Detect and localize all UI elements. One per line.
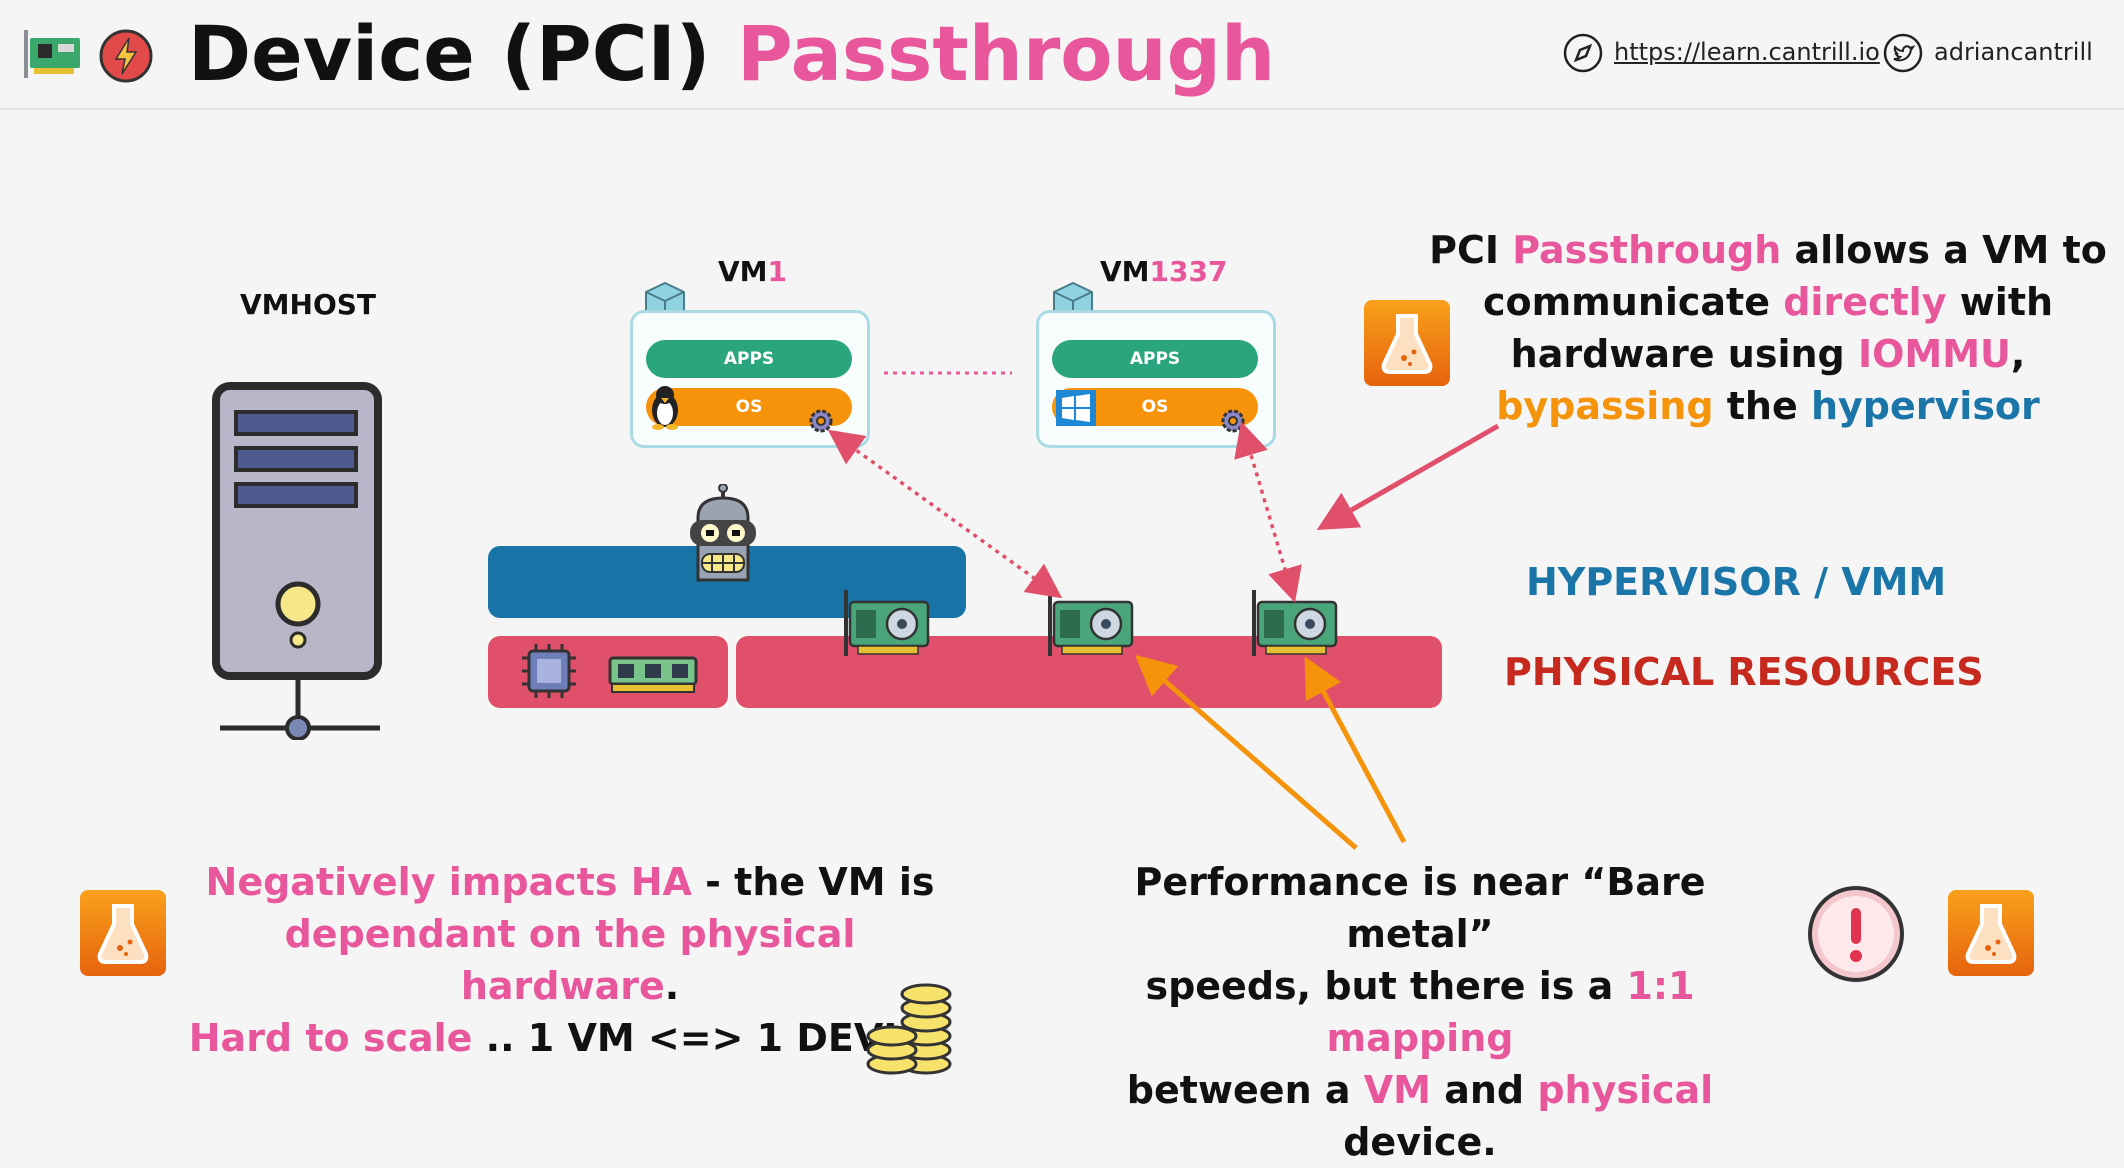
performance-arrow-1: [1134, 654, 1358, 850]
vm1-os-pill: OS: [646, 388, 852, 426]
vm1337-apps-pill: APPS: [1052, 340, 1258, 378]
gpu-card-icon: [1252, 590, 1338, 656]
network-card-icon: [24, 30, 80, 78]
coins-icon: [866, 983, 952, 1075]
vm1337-device-link: [1234, 421, 1302, 603]
header-bar: [0, 0, 2124, 110]
gear-icon: [809, 409, 833, 433]
gpu-card-icon: [1048, 590, 1134, 656]
hypervisor-label: HYPERVISOR / VMM: [1526, 560, 1947, 604]
passthrough-description: PCI Passthrough allows a VM to communica…: [1429, 228, 2107, 428]
compass-icon: [1563, 33, 1603, 73]
server-icon: [212, 382, 382, 740]
twitter-icon: [1883, 33, 1923, 73]
warning-icon: [1808, 886, 1904, 982]
vm1-title: VM1: [718, 255, 788, 288]
callout-arrow: [1316, 423, 1500, 530]
robot-icon: [690, 484, 756, 582]
arrows-overlay: [827, 421, 1500, 850]
performance-arrow-2: [1304, 656, 1407, 844]
page-title: Device (PCI) Passthrough: [188, 9, 1276, 98]
lab-flask-icon: [1364, 300, 1450, 386]
ram-icon: [608, 656, 698, 693]
cpu-icon: [522, 644, 576, 698]
vm1-apps-pill: APPS: [646, 340, 852, 378]
windows-icon: [1056, 390, 1096, 426]
ha-impact-note: Negatively impacts HA - the VM is depend…: [188, 860, 952, 1060]
vm1-device-link: [827, 429, 1063, 599]
lab-flask-icon: [80, 890, 166, 976]
vmhost-label: VMHOST: [240, 288, 377, 321]
vm1337-title: VM1337: [1100, 255, 1228, 288]
linux-penguin-icon: [652, 386, 678, 430]
site-link[interactable]: https://learn.cantrill.io: [1614, 38, 1880, 66]
twitter-handle[interactable]: adriancantrill: [1934, 38, 2093, 66]
physical-resources-label: PHYSICAL RESOURCES: [1504, 650, 1984, 694]
performance-note: Performance is near “Bare metal” speeds,…: [1126, 860, 1714, 1164]
lightning-icon: [99, 29, 153, 83]
vm-connector: [884, 371, 1012, 375]
lab-flask-icon: [1948, 890, 2034, 976]
gpu-card-icon: [844, 590, 930, 656]
